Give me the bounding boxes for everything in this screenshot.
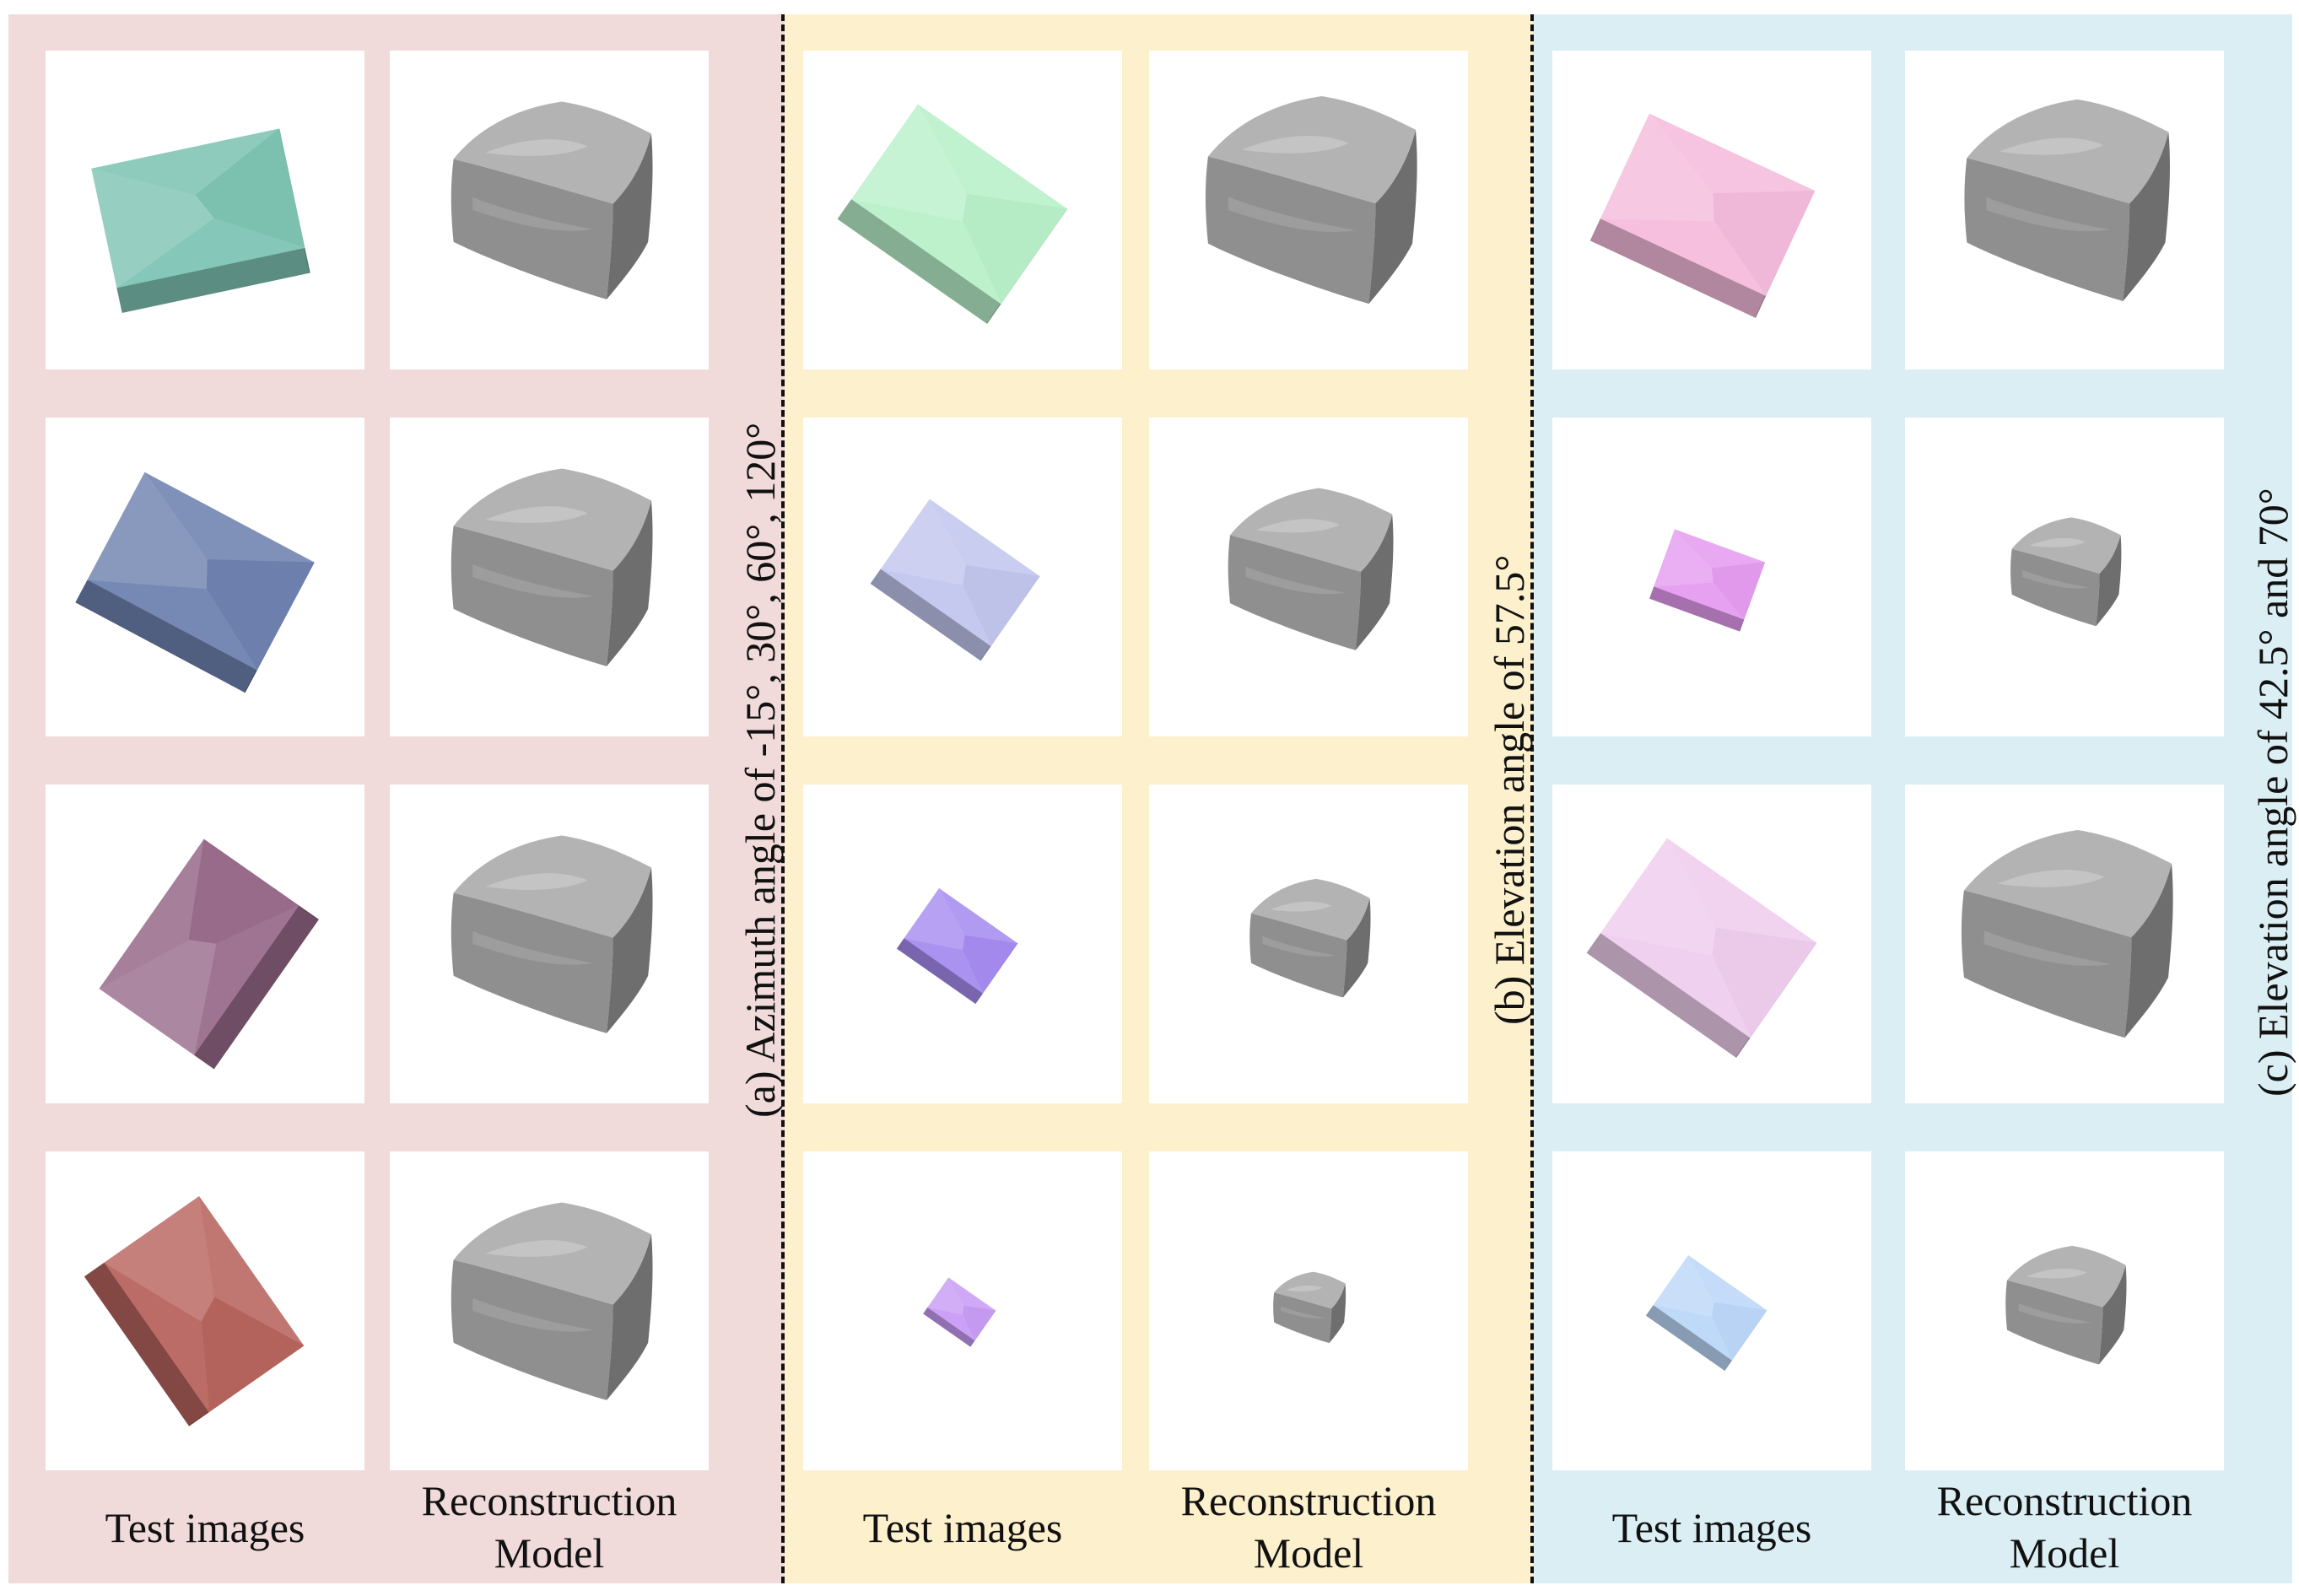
reconstruction-model — [1149, 785, 1468, 1103]
caption-test-images: Test images — [105, 1504, 305, 1551]
box-top-face — [1653, 1255, 1714, 1318]
mesh-highlight — [1983, 930, 2112, 966]
test-image — [1552, 51, 1871, 369]
mesh-highlight — [1228, 197, 1356, 232]
mesh-highlight — [1986, 197, 2110, 232]
mesh-front-face — [451, 1259, 613, 1400]
mesh-highlight — [2026, 1268, 2088, 1279]
mesh-highlight — [1285, 1285, 1323, 1291]
box-top-face — [104, 1196, 215, 1322]
panel-b-label: (b) Elevation angle of 57.5° — [1486, 554, 1533, 1025]
mesh-highlight — [485, 1240, 588, 1257]
reconstruction-model — [390, 418, 709, 736]
mesh-side-face — [607, 500, 653, 666]
mesh-highlight — [1256, 519, 1341, 533]
mesh-front-face — [2010, 548, 2100, 627]
mesh-highlight — [485, 506, 588, 523]
mesh-highlight — [1241, 135, 1349, 154]
mesh-front-face — [1961, 890, 2132, 1038]
box-top-face — [1600, 113, 1714, 222]
divider-ab — [781, 14, 785, 1583]
test-image — [803, 785, 1122, 1103]
reconstruction-model — [1905, 51, 2224, 369]
caption-reconstruction-model: Reconstruction Model — [1936, 1477, 2193, 1577]
mesh-side-face — [2124, 863, 2173, 1038]
caption-test-images: Test images — [1611, 1504, 1812, 1551]
divider-bc — [1530, 14, 1534, 1583]
caption-reconstruction-model: Reconstruction Model — [421, 1477, 677, 1577]
reconstruction-model — [1149, 418, 1468, 736]
mesh-front-face — [1249, 913, 1347, 998]
test-image — [803, 1151, 1122, 1470]
mesh-front-face — [1205, 156, 1376, 305]
mesh-side-face — [1329, 1283, 1346, 1344]
reconstruction-model — [1149, 51, 1468, 369]
mesh-side-face — [2123, 132, 2170, 301]
mesh-front-face — [451, 159, 613, 299]
mesh-side-face — [1368, 129, 1417, 305]
mesh-front-face — [451, 526, 613, 666]
reconstruction-model — [390, 51, 709, 369]
test-image — [1552, 1151, 1871, 1470]
mesh-highlight — [472, 197, 594, 231]
mesh-highlight — [472, 563, 594, 598]
box-top-face — [91, 168, 214, 288]
mesh-highlight — [1262, 935, 1336, 957]
mesh-highlight — [472, 1297, 594, 1332]
reconstruction-model — [1905, 1151, 2224, 1470]
mesh-highlight — [1245, 566, 1346, 595]
mesh-front-face — [1964, 158, 2130, 301]
mesh-side-face — [1342, 898, 1371, 998]
box-top-face — [904, 888, 965, 951]
test-image — [46, 418, 364, 736]
mesh-highlight — [2022, 569, 2090, 589]
mesh-highlight — [1997, 869, 2105, 887]
reconstruction-model — [390, 785, 709, 1103]
box-top-face — [99, 940, 217, 1055]
mesh-highlight — [485, 873, 588, 890]
mesh-front-face — [1228, 535, 1361, 650]
mesh-highlight — [1270, 901, 1332, 912]
test-image — [1552, 785, 1871, 1103]
mesh-highlight — [2018, 1302, 2091, 1324]
mesh-side-face — [2098, 1264, 2127, 1365]
box-top-face — [1600, 838, 1716, 956]
test-image — [46, 1151, 364, 1470]
test-image — [803, 51, 1122, 369]
box-top-face — [1654, 529, 1713, 587]
box-top-face — [87, 472, 208, 590]
panel-c-label: (c) Elevation angle of 42.5° and 70° — [2249, 488, 2296, 1097]
mesh-side-face — [2096, 535, 2122, 627]
panel-a-label: (a) Azimuth angle of -15°, 30°, 60°, 120… — [737, 422, 784, 1118]
mesh-highlight — [485, 139, 588, 156]
mesh-front-face — [2005, 1280, 2103, 1365]
reconstruction-model — [1905, 785, 2224, 1103]
reconstruction-model — [1149, 1151, 1468, 1470]
mesh-side-face — [607, 1234, 653, 1400]
caption-test-images: Test images — [862, 1504, 1063, 1551]
box-top-face — [851, 104, 967, 222]
mesh-front-face — [451, 892, 613, 1033]
mesh-highlight — [1281, 1306, 1325, 1318]
mesh-front-face — [1273, 1292, 1332, 1344]
caption-reconstruction-model: Reconstruction Model — [1180, 1477, 1437, 1577]
box-top-face — [880, 499, 966, 585]
box-top-face — [927, 1277, 964, 1315]
mesh-side-face — [607, 133, 653, 299]
mesh-side-face — [1355, 514, 1394, 650]
mesh-highlight — [2029, 537, 2086, 547]
test-image — [1552, 418, 1871, 736]
mesh-highlight — [1999, 137, 2104, 155]
reconstruction-model — [390, 1151, 709, 1470]
test-image — [46, 51, 364, 369]
test-image — [46, 785, 364, 1103]
reconstruction-model — [1905, 418, 2224, 736]
mesh-highlight — [472, 930, 594, 965]
test-image — [803, 418, 1122, 736]
mesh-side-face — [607, 867, 653, 1033]
